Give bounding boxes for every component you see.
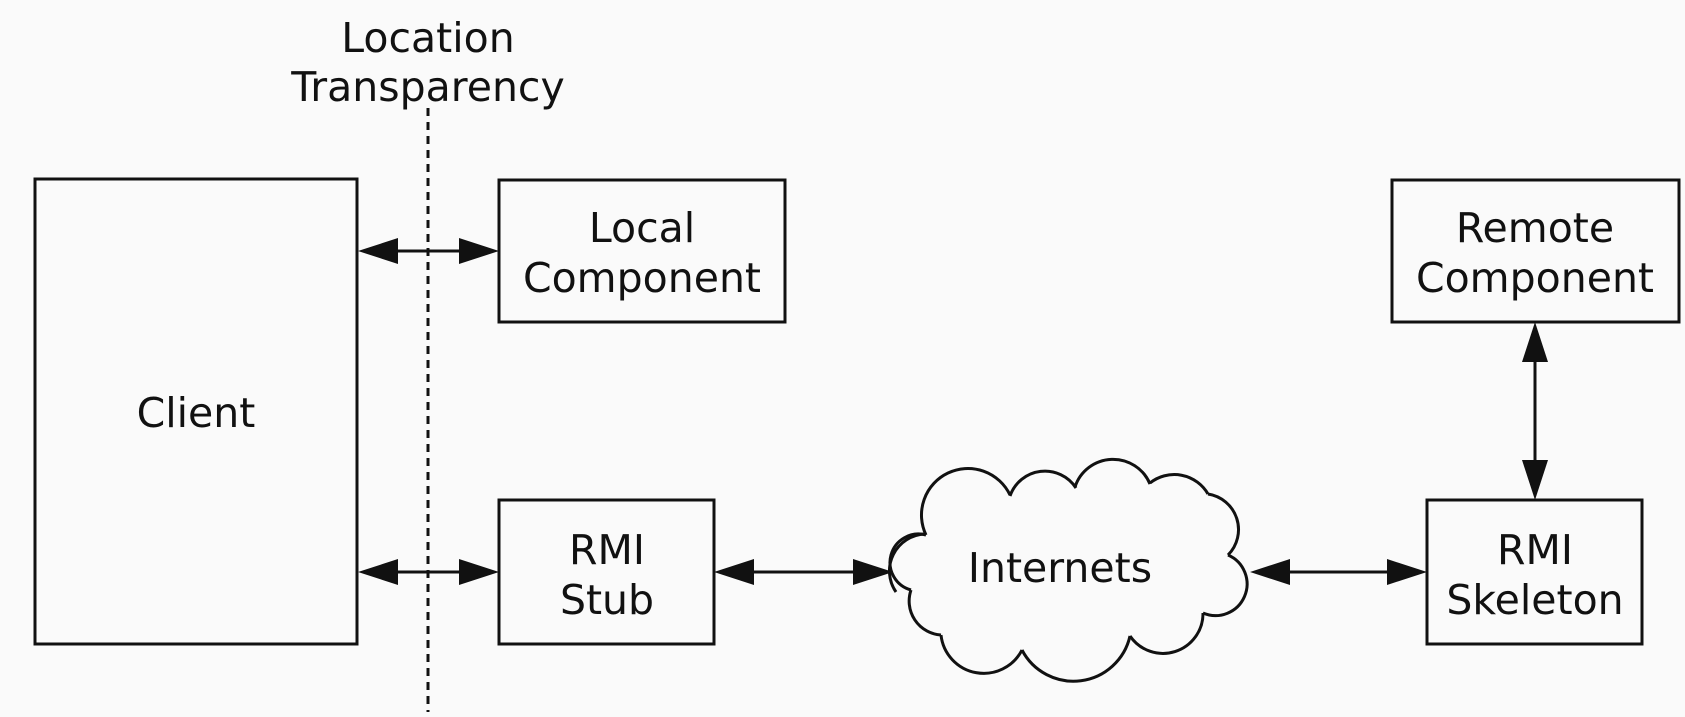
rmi-skeleton-label-line-1: RMI [1497,526,1573,574]
rmi-skeleton-box [1425,498,1644,646]
remote-component-node: Remote Component [1390,178,1681,324]
edge-client-local-component-arrow-right [459,238,499,264]
edge-rmi-skeleton-remote-component [1522,322,1548,500]
edge-internets-rmi-skeleton-arrow-right [1387,559,1427,585]
rmi-stub-node: RMI Stub [497,498,716,646]
rmi-stub-label-line-1: RMI [569,526,645,574]
remote-component-label-line-2: Component [1416,254,1654,302]
edge-client-rmi-stub-arrow-left [358,559,398,585]
edge-client-rmi-stub [358,559,499,585]
client-label: Client [137,389,256,437]
edge-client-local-component [358,238,499,264]
client-box [33,177,359,646]
local-component-label-line-1: Local [589,204,695,252]
remote-component-label-line-1: Remote [1456,204,1614,252]
internets-label: Internets [968,544,1152,592]
edge-client-local-component-arrow-left [358,238,398,264]
edge-internets-rmi-skeleton [1250,559,1427,585]
edge-rmi-skeleton-remote-component-arrow-up [1522,322,1548,362]
remote-component-box [1390,178,1681,324]
rmi-stub-label-line-2: Stub [560,576,654,624]
edge-rmi-skeleton-remote-component-arrow-down [1522,460,1548,500]
internets-cloud: Internets [888,457,1249,683]
transparency-label-line-1: Location [341,14,514,62]
edge-rmi-stub-internets [714,559,893,585]
edge-client-rmi-stub-arrow-right [459,559,499,585]
rmi-skeleton-node: RMI Skeleton [1425,498,1644,646]
edge-rmi-stub-internets-arrow-right [853,559,893,585]
rmi-skeleton-label-line-2: Skeleton [1446,576,1623,624]
local-component-box [497,178,787,324]
local-component-label-line-2: Component [523,254,761,302]
local-component-node: Local Component [497,178,787,324]
edge-internets-rmi-skeleton-arrow-left [1250,559,1290,585]
transparency-label-line-2: Transparency [290,63,564,111]
client-node: Client [33,177,359,646]
edge-rmi-stub-internets-arrow-left [714,559,754,585]
